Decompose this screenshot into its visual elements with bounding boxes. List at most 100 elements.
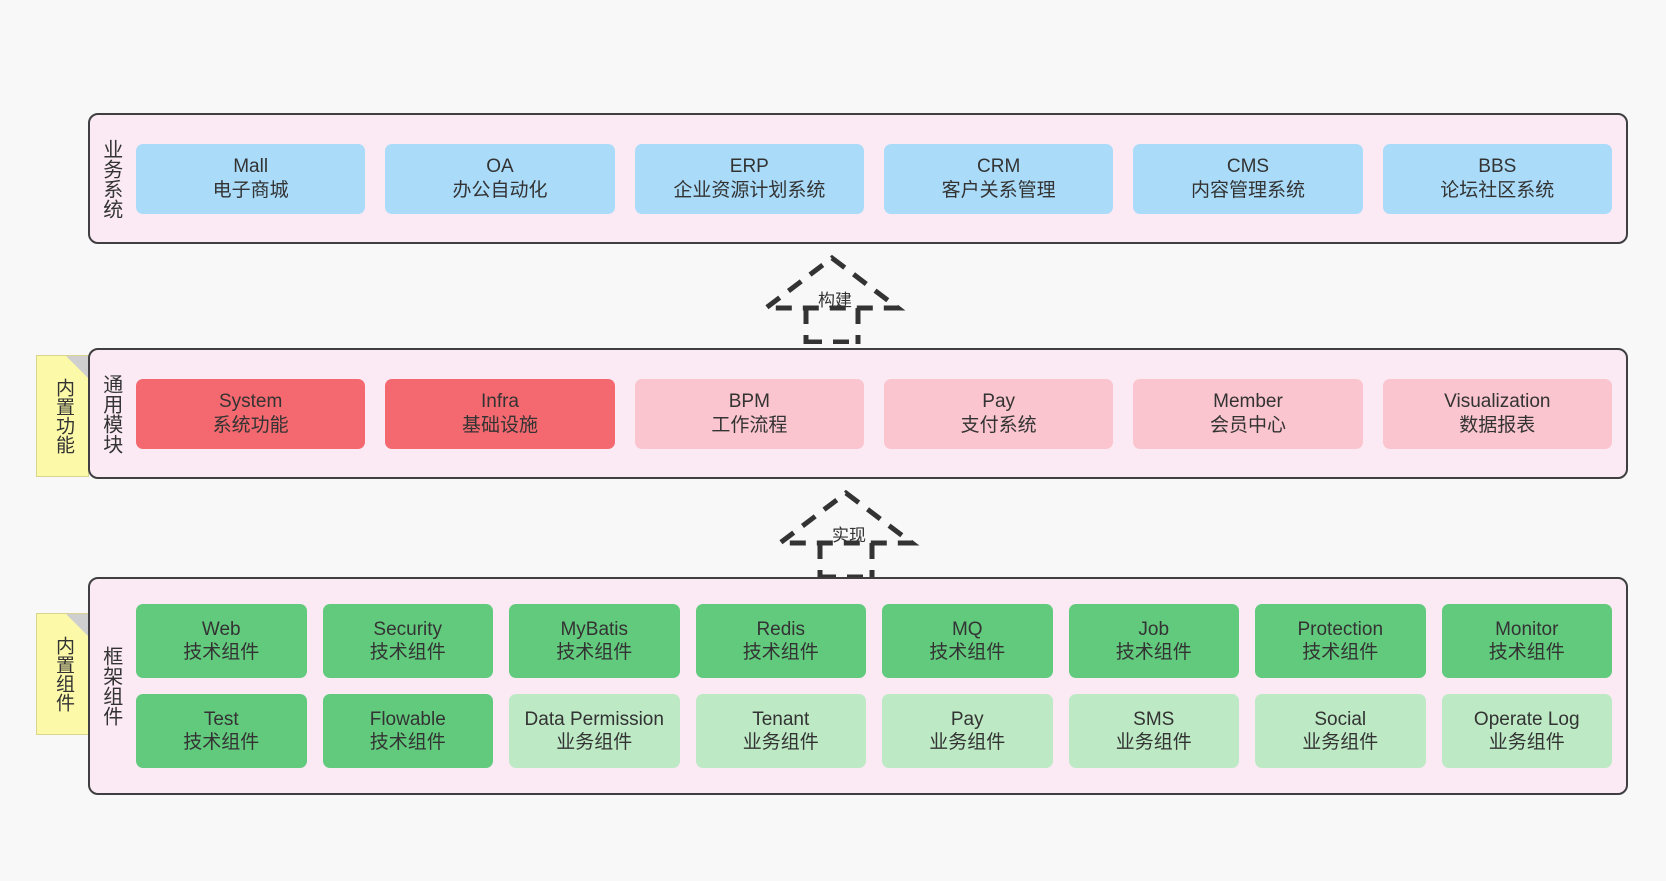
card-job[interactable]: Job 技术组件 (1068, 604, 1239, 678)
modules-card-row: System 系统功能 Infra 基础设施 BPM 工作流程 Pay 支付系统… (136, 378, 1612, 449)
card-oa-en: OA (486, 156, 514, 178)
card-web-en: Web (201, 618, 241, 640)
framework-card-row-2: Test 技术组件 Flowable 技术组件 Data Permission … (136, 694, 1612, 768)
card-security[interactable]: Security 技术组件 (322, 604, 493, 678)
card-social[interactable]: Social 业务组件 (1255, 694, 1426, 768)
card-bpm[interactable]: BPM 工作流程 (634, 378, 864, 449)
layer-business-systems: 业务系统 Mall 电子商城 OA 办公自动化 ERP 企业资源计划系统 CRM… (88, 113, 1628, 244)
card-pay-module[interactable]: Pay 支付系统 (883, 378, 1114, 449)
card-protection-cn: 技术组件 (1302, 642, 1379, 663)
card-data-permission[interactable]: Data Permission 业务组件 (509, 694, 680, 768)
card-redis-en: Redis (756, 618, 806, 640)
card-protection[interactable]: Protection 技术组件 (1255, 604, 1426, 678)
card-monitor-cn: 技术组件 (1488, 642, 1565, 663)
card-visualization-cn: 数据报表 (1459, 414, 1536, 436)
card-tenant[interactable]: Tenant 业务组件 (695, 694, 866, 768)
card-test-en: Test (203, 708, 239, 730)
note-fold-corner-icon (66, 356, 88, 378)
card-operate-log-cn: 业务组件 (1488, 732, 1565, 753)
note-builtin-components-text: 内置组件 (52, 636, 74, 712)
card-infra[interactable]: Infra 基础设施 (385, 378, 615, 449)
card-security-en: Security (373, 618, 443, 640)
card-bpm-cn: 工作流程 (711, 414, 788, 436)
layer-framework-components-title: 框架组件 (99, 646, 122, 726)
card-erp[interactable]: ERP 企业资源计划系统 (634, 143, 864, 214)
card-pay-component[interactable]: Pay 业务组件 (882, 694, 1053, 768)
card-tenant-cn: 业务组件 (742, 732, 819, 753)
card-bbs-cn: 论坛社区系统 (1440, 179, 1555, 201)
card-redis[interactable]: Redis 技术组件 (695, 604, 866, 678)
card-job-cn: 技术组件 (1115, 642, 1192, 663)
layer-common-modules-body: System 系统功能 Infra 基础设施 BPM 工作流程 Pay 支付系统… (130, 350, 1626, 477)
card-mq[interactable]: MQ 技术组件 (882, 604, 1053, 678)
layer-business-systems-title: 业务系统 (99, 138, 122, 219)
card-operate-log[interactable]: Operate Log 业务组件 (1441, 694, 1612, 768)
card-member[interactable]: Member 会员中心 (1133, 378, 1363, 449)
card-visualization-en: Visualization (1444, 391, 1551, 413)
card-crm-cn: 客户关系管理 (941, 179, 1056, 201)
card-operate-log-en: Operate Log (1473, 708, 1580, 730)
card-crm[interactable]: CRM 客户关系管理 (883, 143, 1114, 214)
card-system-cn: 系统功能 (212, 414, 289, 436)
layer-business-systems-body: Mall 电子商城 OA 办公自动化 ERP 企业资源计划系统 CRM 客户关系… (130, 115, 1626, 242)
card-visualization[interactable]: Visualization 数据报表 (1382, 378, 1612, 449)
card-web[interactable]: Web 技术组件 (136, 604, 307, 678)
card-mall-en: Mall (233, 156, 269, 178)
connector-implement-label: 实现 (832, 526, 866, 545)
card-bbs[interactable]: BBS 论坛社区系统 (1382, 143, 1612, 214)
card-redis-cn: 技术组件 (742, 642, 819, 663)
card-pay-component-cn: 业务组件 (929, 732, 1006, 753)
card-member-en: Member (1213, 391, 1283, 413)
card-monitor-en: Monitor (1495, 618, 1559, 640)
card-mq-cn: 技术组件 (929, 642, 1006, 663)
layer-framework-components: 框架组件 Web 技术组件 Security 技术组件 MyBatis 技术组件… (88, 577, 1628, 795)
card-bbs-en: BBS (1478, 156, 1517, 178)
card-member-cn: 会员中心 (1209, 414, 1286, 436)
layer-framework-components-body: Web 技术组件 Security 技术组件 MyBatis 技术组件 Redi… (130, 579, 1626, 793)
card-cms-en: CMS (1226, 156, 1270, 178)
card-bpm-en: BPM (728, 391, 770, 413)
card-data-permission-cn: 业务组件 (556, 732, 633, 753)
card-infra-cn: 基础设施 (461, 414, 538, 436)
layer-common-modules: 通用模块 System 系统功能 Infra 基础设施 BPM 工作流程 Pay… (88, 348, 1628, 479)
card-system[interactable]: System 系统功能 (136, 378, 366, 449)
card-sms-en: SMS (1133, 708, 1175, 730)
card-pay-module-en: Pay (982, 391, 1016, 413)
card-flowable[interactable]: Flowable 技术组件 (322, 694, 493, 768)
card-cms[interactable]: CMS 内容管理系统 (1133, 143, 1363, 214)
card-pay-module-cn: 支付系统 (960, 414, 1037, 436)
card-flowable-en: Flowable (369, 708, 446, 730)
card-sms[interactable]: SMS 业务组件 (1068, 694, 1239, 768)
framework-card-row-1: Web 技术组件 Security 技术组件 MyBatis 技术组件 Redi… (136, 604, 1612, 678)
card-mybatis-cn: 技术组件 (556, 642, 633, 663)
card-test-cn: 技术组件 (183, 732, 260, 753)
card-protection-en: Protection (1297, 618, 1384, 640)
card-social-en: Social (1314, 708, 1367, 730)
card-mall[interactable]: Mall 电子商城 (136, 143, 366, 214)
card-erp-en: ERP (729, 156, 769, 178)
card-infra-en: Infra (480, 391, 519, 413)
card-cms-cn: 内容管理系统 (1190, 179, 1305, 201)
card-crm-en: CRM (977, 156, 1021, 178)
connector-implement: 实现 (766, 487, 926, 580)
card-tenant-en: Tenant (752, 708, 810, 730)
card-monitor[interactable]: Monitor 技术组件 (1441, 604, 1612, 678)
card-data-permission-en: Data Permission (524, 708, 664, 730)
card-oa[interactable]: OA 办公自动化 (385, 143, 615, 214)
card-social-cn: 业务组件 (1302, 732, 1379, 753)
note-builtin-features: 内置功能 (36, 355, 89, 477)
card-security-cn: 技术组件 (369, 642, 446, 663)
card-mybatis-en: MyBatis (560, 618, 629, 640)
card-pay-component-en: Pay (950, 708, 984, 730)
card-mybatis[interactable]: MyBatis 技术组件 (509, 604, 680, 678)
layer-common-modules-title: 通用模块 (99, 373, 122, 454)
business-card-row: Mall 电子商城 OA 办公自动化 ERP 企业资源计划系统 CRM 客户关系… (136, 143, 1612, 214)
card-flowable-cn: 技术组件 (369, 732, 446, 753)
note-builtin-features-text: 内置功能 (52, 378, 74, 454)
card-oa-cn: 办公自动化 (452, 179, 548, 201)
note-fold-corner-icon (66, 614, 88, 636)
connector-build-label: 构建 (818, 291, 852, 310)
card-test[interactable]: Test 技术组件 (136, 694, 307, 768)
card-erp-cn: 企业资源计划系统 (673, 179, 826, 201)
